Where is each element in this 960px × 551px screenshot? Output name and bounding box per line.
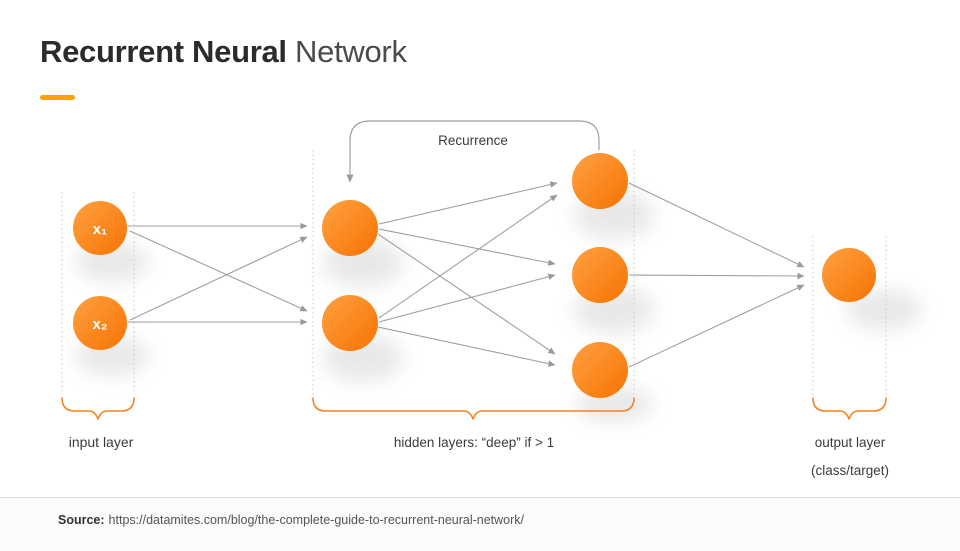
input-node-x2: [73, 296, 127, 350]
edge: [628, 182, 805, 268]
input-layer-brace: [61, 397, 135, 420]
input-node-x2-label: x₂: [92, 316, 107, 333]
edge: [378, 273, 556, 323]
hidden2-node-3: [572, 342, 628, 398]
output-node: [822, 248, 876, 302]
page-title: Recurrent Neural Network: [40, 34, 407, 70]
recurrence-loop-arrow: [346, 120, 600, 183]
input-layer-label: input layer: [69, 434, 134, 450]
edge: [129, 230, 308, 312]
nodes: [73, 153, 876, 398]
footer: Source:https://datamites.com/blog/the-co…: [0, 497, 960, 551]
source-line: Source:https://datamites.com/blog/the-co…: [58, 513, 524, 527]
edge: [628, 284, 805, 368]
hidden1-node-1: [322, 200, 378, 256]
hidden-layers-label: hidden layers: “deep” if > 1: [394, 435, 554, 450]
page-title-light: Network: [286, 34, 407, 69]
edge: [378, 228, 556, 266]
source-label: Source:: [58, 513, 105, 527]
input-node-x1: [73, 201, 127, 255]
edge: [377, 326, 556, 367]
hidden-layers-brace: [312, 397, 635, 420]
output-layer-label: output layer: [815, 435, 886, 450]
layer-braces: [61, 397, 887, 420]
edge: [129, 236, 308, 321]
title-underline-accent: [40, 95, 75, 100]
rnn-diagram: x₁ x₂ Recurrence input layer hidden laye…: [61, 120, 922, 478]
hidden2-node-1: [572, 153, 628, 209]
edge: [378, 194, 558, 319]
hidden1-node-2: [322, 295, 378, 351]
layer-guides: [61, 150, 887, 395]
input-node-x1-label: x₁: [93, 221, 108, 238]
edge: [377, 233, 556, 355]
edge: [378, 181, 558, 225]
output-layer-brace: [812, 397, 887, 420]
hidden2-node-2: [572, 247, 628, 303]
page-title-bold: Recurrent Neural: [40, 34, 287, 69]
recurrence-label: Recurrence: [438, 133, 508, 148]
edge: [628, 272, 805, 280]
edges: [128, 120, 805, 368]
output-layer-sublabel: (class/target): [811, 463, 889, 478]
source-url: https://datamites.com/blog/the-complete-…: [108, 513, 525, 527]
